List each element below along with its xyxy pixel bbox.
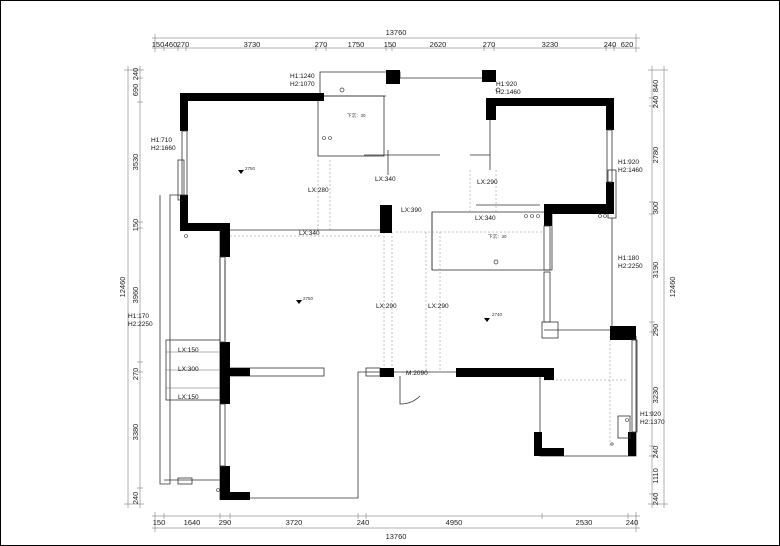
right-dimension-chain: 840 240 2780 300 3190 290 3230 240 1110 … <box>648 66 677 508</box>
bottom-dim-1: 150 <box>153 518 166 527</box>
bottom-dim-2: 1640 <box>184 518 201 527</box>
left-total-dim: 12460 <box>118 277 127 298</box>
sink-label-kitchen: 下沉：30 <box>488 233 507 240</box>
right-dim-8: 240 <box>651 446 660 459</box>
lx-label-7: LX:290 <box>376 303 397 310</box>
window-note-6-h2: H2:2250 <box>128 321 153 328</box>
windows <box>181 129 638 467</box>
top-dim-8: 2620 <box>430 40 447 49</box>
right-dim-7: 3230 <box>651 387 660 404</box>
lx-label-1: LX:280 <box>308 187 329 194</box>
top-dim-2: 460 <box>165 40 178 49</box>
left-dim-4: 150 <box>131 219 140 232</box>
height-markers: 2750 2750 2740 下沉：30 下沉：30 <box>238 112 507 322</box>
bottom-dim-6: 4950 <box>446 518 463 527</box>
left-dim-6: 270 <box>131 368 140 381</box>
window-note-7-h1: H1:920 <box>640 411 661 418</box>
thin-outlines <box>159 71 637 500</box>
bottom-dim-3: 290 <box>219 518 232 527</box>
left-dim-2: 690 <box>131 84 140 97</box>
structural-walls <box>180 70 636 500</box>
lx-label-5: LX:340 <box>475 215 496 222</box>
right-dim-3: 2780 <box>651 147 660 164</box>
right-dim-2: 240 <box>651 96 660 109</box>
lx-label-4: LX:390 <box>401 207 422 214</box>
window-note-3-h1: H1:710 <box>151 137 172 144</box>
window-note-3-h2: H2:1660 <box>151 145 176 152</box>
left-dim-8: 240 <box>131 492 140 505</box>
right-dim-6: 290 <box>651 324 660 337</box>
top-dim-7: 150 <box>384 40 397 49</box>
left-dimension-chain: 240 690 3530 150 3960 270 3380 240 12460 <box>118 66 144 508</box>
dashed-lines <box>230 160 628 446</box>
right-dim-9: 1110 <box>651 468 660 484</box>
fixtures <box>184 87 631 492</box>
lx-label-3: LX:290 <box>477 179 498 186</box>
right-dim-1: 840 <box>651 80 660 93</box>
window-note-1-h2: H2:1070 <box>290 81 315 88</box>
right-dim-4: 300 <box>651 202 660 215</box>
right-dim-5: 3190 <box>651 262 660 279</box>
window-note-7-h2: H2:1370 <box>640 419 665 426</box>
height-label-living: 2750 <box>303 296 314 301</box>
top-dimension-chain: 13760 150 460 270 3730 270 1750 150 2620… <box>152 28 640 52</box>
entry-door-label: M:2090 <box>406 370 428 377</box>
bottom-dim-7: 2530 <box>576 518 593 527</box>
height-label-bedroom: 2750 <box>245 166 256 171</box>
window-note-4-h1: H1:920 <box>618 159 639 166</box>
sink-label-bath: 下沉：30 <box>347 112 366 119</box>
top-dim-4: 3730 <box>244 40 261 49</box>
top-dim-1: 150 <box>152 40 165 49</box>
top-dim-9: 270 <box>483 40 496 49</box>
lx-labels: LX:280 LX:340 LX:290 LX:390 LX:340 LX:34… <box>178 176 498 401</box>
right-dim-10: 240 <box>651 493 660 506</box>
top-dim-5: 270 <box>315 40 328 49</box>
top-dim-10: 3230 <box>542 40 559 49</box>
window-note-5-h1: H1:180 <box>618 255 639 262</box>
lx-label-11: LX:150 <box>178 394 199 401</box>
top-dim-11: 240 <box>604 40 617 49</box>
top-dim-12: 620 <box>621 40 634 49</box>
lx-label-2: LX:340 <box>375 176 396 183</box>
bottom-total-dim: 13760 <box>386 532 407 541</box>
window-notes: H1:1240 H2:1070 H1:920 H2:1460 H1:710 H2… <box>128 73 665 426</box>
lx-label-8: LX:290 <box>428 303 449 310</box>
bottom-dim-5: 240 <box>357 518 370 527</box>
window-note-4-h2: H2:1460 <box>618 167 643 174</box>
right-total-dim: 12460 <box>668 277 677 298</box>
window-note-2-h2: H2:1460 <box>496 89 521 96</box>
lx-label-9: LX:150 <box>178 347 199 354</box>
left-dim-7: 3380 <box>131 424 140 441</box>
height-label-dining: 2740 <box>492 312 503 317</box>
top-total-dim: 13760 <box>386 28 407 37</box>
lx-label-10: LX:300 <box>178 366 199 373</box>
lx-label-6: LX:340 <box>299 230 320 237</box>
window-note-6-h1: H1:170 <box>128 313 149 320</box>
window-note-5-h2: H2:2250 <box>618 263 643 270</box>
left-dim-3: 3530 <box>131 154 140 171</box>
bottom-dimension-chain: 150 1640 290 3720 240 4950 2530 240 1376… <box>152 512 640 541</box>
left-dim-5: 3960 <box>131 287 140 304</box>
top-dim-6: 1750 <box>348 40 365 49</box>
top-dim-3: 270 <box>177 40 190 49</box>
window-note-2-h1: H1:920 <box>496 81 517 88</box>
bottom-dim-8: 240 <box>626 518 639 527</box>
left-dim-1: 240 <box>131 68 140 81</box>
window-note-1-h1: H1:1240 <box>290 73 315 80</box>
bottom-dim-4: 3720 <box>286 518 303 527</box>
